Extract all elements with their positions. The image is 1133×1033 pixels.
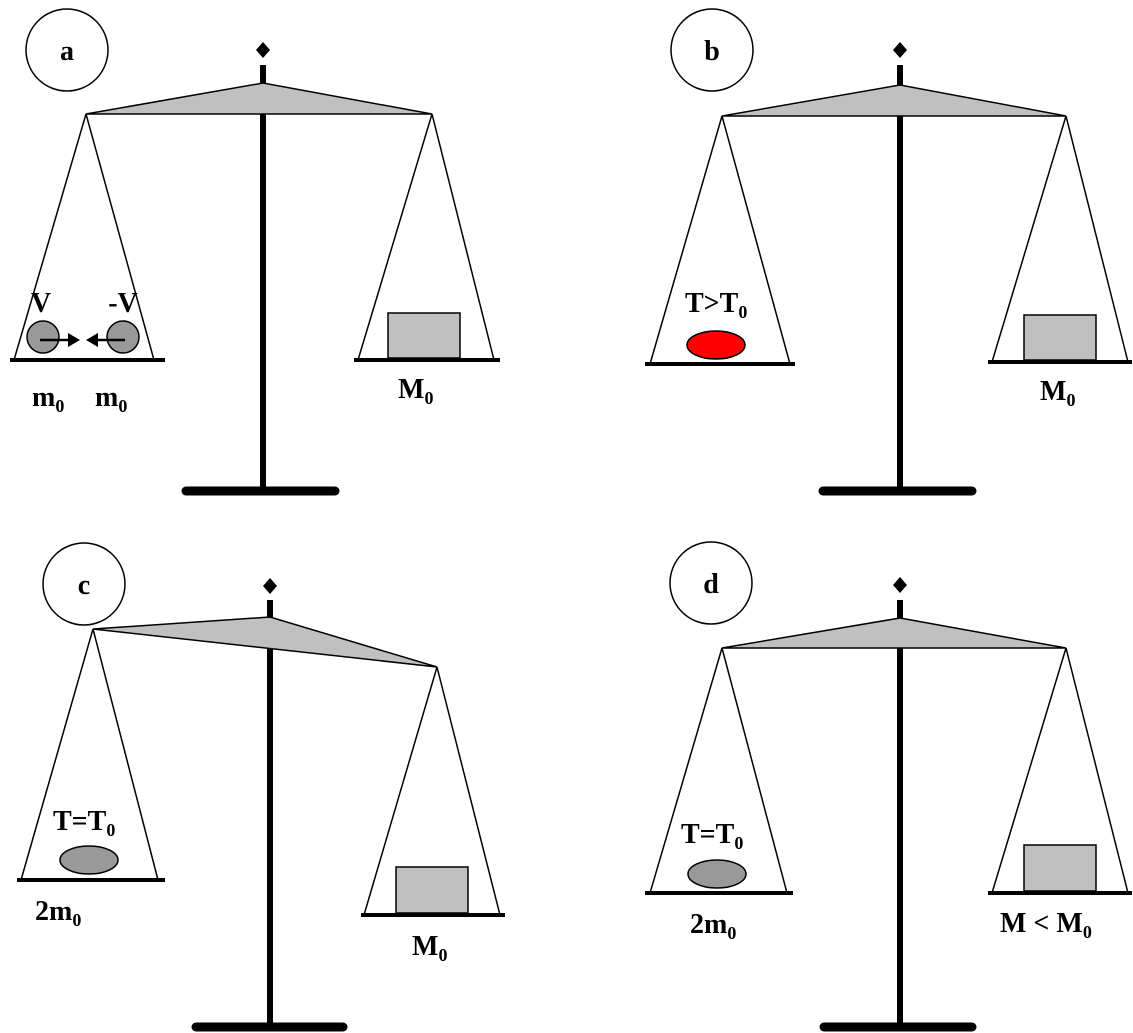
panel-b-right-string-2 — [1065, 115, 1129, 363]
panel-c-right-string-1 — [363, 666, 438, 916]
panel-b-pivot-diamond — [893, 42, 907, 58]
panel-a: a V -V m0 m0 M0 — [10, 8, 500, 496]
panel-b-hot-gas — [686, 330, 746, 360]
panel-a-mass-label-1: m0 — [32, 382, 64, 416]
panel-d-left-string-1 — [649, 647, 723, 894]
panel-c: c T=T0 2m0 M0 — [17, 542, 505, 1032]
panel-d-letter: d — [703, 569, 719, 600]
panel-a-arrow-left-head — [86, 333, 98, 347]
panel-c-letter: c — [78, 570, 90, 601]
panel-c-left-string-1 — [20, 628, 94, 881]
panel-a-mass-label-2: m0 — [95, 382, 127, 416]
panel-d-left-string-2 — [721, 647, 788, 894]
panel-c-mass-label: 2m0 — [35, 896, 81, 930]
panel-c-temp-label: T=T0 — [53, 806, 115, 840]
panel-b-temp-label: T>T0 — [685, 288, 747, 322]
panel-a-neg-velocity-label: -V — [108, 288, 138, 319]
panel-c-circle — [42, 542, 126, 626]
panel-a-circle — [25, 8, 109, 92]
panel-c-beam — [92, 616, 438, 668]
panel-d-temp-label: T=T0 — [681, 819, 743, 853]
panel-b-left-string-1 — [649, 115, 723, 365]
panel-a-beam — [85, 82, 433, 115]
panel-a-arrow-right-head — [68, 333, 80, 347]
panel-b-letter: b — [704, 36, 720, 67]
panel-a-velocity-label: V — [31, 288, 51, 319]
panel-a-ball-right — [106, 320, 140, 354]
panel-d-gas — [687, 859, 747, 889]
panel-a-pivot-diamond — [256, 42, 270, 58]
panel-a-ball-left — [26, 320, 60, 354]
panel-b-left-string-2 — [721, 115, 791, 365]
panel-a-right-string-1 — [357, 113, 433, 361]
panel-b-weight-block — [1023, 314, 1097, 361]
panel-c-weight-block — [395, 866, 469, 914]
panel-b-right-string-1 — [991, 115, 1067, 363]
panel-a-weight-block — [387, 312, 461, 359]
panel-d-right-string-2 — [1065, 647, 1129, 894]
panel-d-weight-block — [1023, 844, 1097, 892]
panel-b: b T>T0 M0 — [645, 8, 1132, 496]
panel-b-weight-label: M0 — [1040, 376, 1075, 410]
panel-a-left-string-1 — [13, 113, 87, 361]
panel-c-pivot-diamond — [263, 578, 277, 594]
panel-d-mass-label: 2m0 — [690, 909, 736, 943]
panel-a-right-string-2 — [431, 113, 495, 361]
panel-d: d T=T0 2m0 M < M0 — [645, 541, 1132, 1032]
panel-c-weight-label: M0 — [412, 931, 447, 965]
panel-c-right-string-2 — [436, 666, 501, 916]
panel-b-beam — [721, 84, 1067, 117]
panel-a-left-string-2 — [85, 113, 155, 361]
panel-c-left-string-2 — [92, 628, 159, 881]
panel-d-beam — [721, 617, 1067, 649]
panel-d-weight-label: M < M0 — [1000, 908, 1092, 942]
panel-d-pivot-diamond — [893, 577, 907, 593]
panel-c-gas — [59, 845, 119, 875]
panel-d-right-string-1 — [991, 647, 1067, 894]
panel-a-weight-label: M0 — [398, 374, 433, 408]
panel-d-circle — [669, 541, 753, 625]
panel-b-circle — [670, 8, 754, 92]
panel-a-letter: a — [60, 36, 74, 67]
